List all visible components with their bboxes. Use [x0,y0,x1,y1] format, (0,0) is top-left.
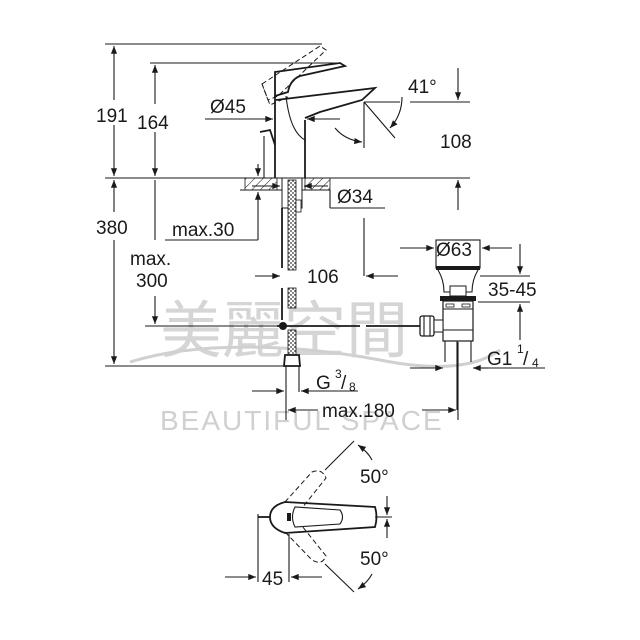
dim-angle-down: 50° [360,549,389,570]
svg-text:/: / [523,349,529,370]
dim-deck-hole: Ø34 [337,187,373,208]
dim-drain-adjust: 35-45 [488,280,537,301]
dimensions-drain: Ø63 35-45 G1 1 / 4 [400,240,545,372]
dim-rod-offset: 106 [307,267,339,288]
dim-deck-thickness: max.30 [172,220,234,241]
svg-text:/: / [341,373,347,394]
dim-spout-angle: 41° [408,77,437,98]
faucet-top-view [257,440,392,593]
dim-hose-label: max. [130,249,171,270]
dim-angle-up: 50° [360,467,389,488]
drain-assembly [419,239,481,410]
dim-connection-num: 3 [335,367,342,381]
dim-drain-diameter: Ø63 [436,240,472,261]
dim-spout-height: 164 [137,113,169,134]
dim-spout-reach: 108 [440,132,472,153]
dim-top-offset: 45 [262,569,283,590]
dimensions-top: 50° 50° 45 [225,444,391,590]
dim-drain-thread-num: 1 [517,342,524,356]
dim-drain-thread-den: 4 [532,356,539,370]
dimensions-side: 191 164 Ø45 41° 108 Ø34 max.30 [96,45,472,422]
dim-total-height: 191 [96,106,128,127]
dim-connection-g: G [316,373,331,394]
watermark-chinese: 美麗空間 [160,294,408,367]
dim-drain-thread: G1 [487,349,512,370]
dim-hose-length: 300 [136,271,168,292]
dim-body-diameter: Ø45 [210,97,246,118]
dim-max-distance: max.180 [322,401,395,422]
dim-connection-den: 8 [349,380,356,394]
dim-below-deck: 380 [96,218,128,239]
